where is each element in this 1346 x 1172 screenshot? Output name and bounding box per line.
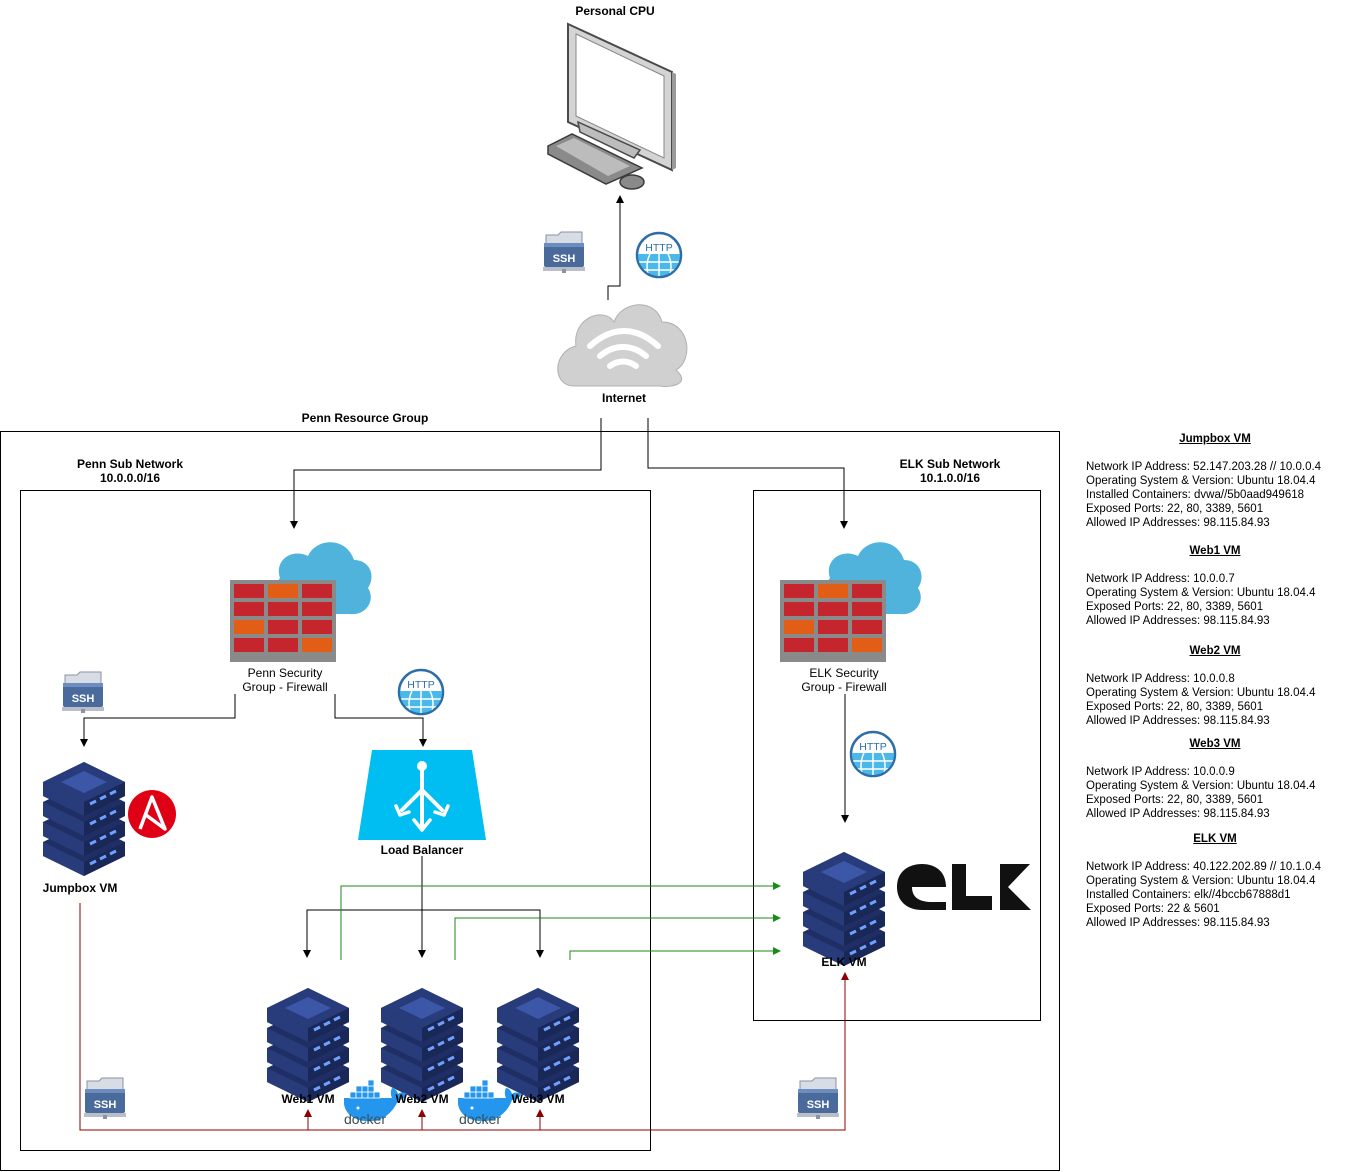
edge-fw-to-lb [334, 694, 427, 747]
edge-web1-to-elk [340, 882, 781, 960]
black-connectors [80, 195, 849, 958]
ssh-text-bottom-left: SSH [94, 1099, 117, 1111]
web3-server-icon [495, 986, 581, 1104]
web1-info-line: Operating System & Version: Ubuntu 18.04… [1086, 587, 1316, 599]
penn-subnet-border [20, 490, 651, 1151]
jumpbox-label: Jumpbox VM [42, 881, 118, 895]
http-text-elk: HTTP [859, 741, 886, 753]
docker-wordmark-1: docker [344, 1111, 386, 1127]
edge-internet-to-elk-fw [647, 418, 848, 529]
penn-subnet-label: Penn Sub Network 10.0.0.0/16 [60, 457, 200, 485]
elk-firewall-label-line1: ELK Security [809, 666, 879, 680]
http-text-penn: HTTP [407, 679, 434, 691]
elk-subnet-name: ELK Sub Network [899, 457, 1001, 471]
web1-info-line: Exposed Ports: 22, 80, 3389, 5601 [1086, 601, 1264, 613]
personal-cpu-icon [547, 22, 676, 190]
http-text-top: HTTP [645, 242, 672, 254]
jumpbox-info-line: Network IP Address: 52.147.203.28 // 10.… [1086, 461, 1322, 473]
web2-label: Web2 VM [395, 1092, 449, 1106]
elk-logo-icon [897, 864, 1031, 910]
elk-firewall-label-line2: Group - Firewall [801, 680, 887, 694]
elk-info-title: ELK VM [1193, 833, 1237, 845]
penn-firewall-label: Penn Security Group - Firewall [220, 666, 350, 694]
elk-info-line: Operating System & Version: Ubuntu 18.04… [1086, 875, 1316, 887]
web1-info-line: Network IP Address: 10.0.0.7 [1086, 573, 1235, 585]
elk-info-line: Exposed Ports: 22 & 5601 [1086, 903, 1220, 915]
jumpbox-server-icon [41, 760, 127, 878]
web2-info-panel: Web2 VM Network IP Address: 10.0.0.8 Ope… [1086, 644, 1344, 728]
docker-wordmark-2: docker [459, 1111, 501, 1127]
red-connectors [79, 903, 849, 1131]
jumpbox-info-line: Exposed Ports: 22, 80, 3389, 5601 [1086, 503, 1264, 515]
elk-subnet-border [753, 490, 1041, 1021]
elk-firewall-icon [780, 542, 922, 662]
resource-group-border [0, 431, 1060, 1171]
penn-subnet-cidr: 10.0.0.0/16 [99, 471, 161, 485]
web3-info-line: Exposed Ports: 22, 80, 3389, 5601 [1086, 794, 1264, 806]
elk-info-line: Allowed IP Addresses: 98.115.84.93 [1086, 917, 1270, 929]
http-icon-penn [398, 670, 444, 717]
edge-web3-to-elk [569, 947, 781, 960]
web2-server-icon [379, 986, 465, 1104]
web3-info-panel: Web3 VM Network IP Address: 10.0.0.9 Ope… [1086, 737, 1344, 821]
penn-firewall-label-line1: Penn Security [247, 666, 323, 680]
ssh-text-top: SSH [553, 253, 576, 265]
web3-info-line: Network IP Address: 10.0.0.9 [1086, 766, 1235, 778]
ssh-text-jumpbox: SSH [72, 693, 95, 705]
ansible-logo-icon [128, 790, 176, 838]
elk-info-panel: ELK VM Network IP Address: 40.122.202.89… [1086, 832, 1344, 930]
elk-info-line: Installed Containers: elk//4bccb67888d1 [1086, 889, 1291, 901]
http-icon-top [636, 233, 682, 280]
elk-subnet-label: ELK Sub Network 10.1.0.0/16 [880, 457, 1020, 485]
jumpbox-info-panel: Jumpbox VM Network IP Address: 52.147.20… [1086, 432, 1344, 530]
web1-info-line: Allowed IP Addresses: 98.115.84.93 [1086, 615, 1270, 627]
resource-group-label: Penn Resource Group [301, 411, 429, 425]
web1-server-icon [265, 986, 351, 1104]
edge-lb-to-web3 [422, 909, 544, 958]
penn-firewall-icon [230, 542, 372, 662]
edge-internet-to-cpu [607, 195, 624, 300]
elk-label: ELK VM [821, 955, 867, 969]
edge-internet-to-penn-fw [290, 418, 602, 529]
web2-info-title: Web2 VM [1189, 645, 1241, 657]
web3-info-line: Operating System & Version: Ubuntu 18.04… [1086, 780, 1316, 792]
elk-server-icon [801, 850, 887, 968]
elk-subnet-cidr: 10.1.0.0/16 [919, 471, 981, 485]
edge-fw-to-jumpbox [80, 694, 236, 747]
web3-label: Web3 VM [511, 1092, 565, 1106]
web3-info-line: Allowed IP Addresses: 98.115.84.93 [1086, 808, 1270, 820]
internet-label: Internet [601, 391, 646, 405]
penn-subnet-name: Penn Sub Network [76, 457, 183, 471]
jumpbox-info-line: Operating System & Version: Ubuntu 18.04… [1086, 475, 1316, 487]
elk-firewall-label: ELK Security Group - Firewall [779, 666, 909, 694]
personal-cpu-label: Personal CPU [575, 4, 655, 18]
http-icon-elk [850, 732, 896, 779]
ssh-text-bottom-right: SSH [807, 1099, 830, 1111]
green-connectors [340, 882, 781, 960]
web1-label: Web1 VM [281, 1092, 335, 1106]
internet-cloud-icon [557, 304, 688, 387]
load-balancer-label: Load Balancer [380, 843, 464, 857]
jumpbox-info-title: Jumpbox VM [1179, 433, 1251, 445]
load-balancer-icon [358, 750, 486, 840]
edge-web2-to-elk [454, 914, 781, 960]
web3-info-title: Web3 VM [1189, 738, 1241, 750]
penn-firewall-label-line2: Group - Firewall [242, 680, 328, 694]
web2-info-line: Allowed IP Addresses: 98.115.84.93 [1086, 715, 1270, 727]
jumpbox-info-line: Allowed IP Addresses: 98.115.84.93 [1086, 517, 1270, 529]
jumpbox-info-line: Installed Containers: dvwa//5b0aad949618 [1086, 489, 1305, 501]
web2-info-line: Network IP Address: 10.0.0.8 [1086, 673, 1235, 685]
web1-info-title: Web1 VM [1189, 545, 1241, 557]
web1-info-panel: Web1 VM Network IP Address: 10.0.0.7 Ope… [1086, 544, 1344, 628]
edge-lb-to-web1 [303, 909, 422, 958]
web2-info-line: Exposed Ports: 22, 80, 3389, 5601 [1086, 701, 1264, 713]
elk-info-line: Network IP Address: 40.122.202.89 // 10.… [1086, 861, 1322, 873]
edge-jumpbox-to-elk [79, 903, 849, 1131]
web2-info-line: Operating System & Version: Ubuntu 18.04… [1086, 687, 1316, 699]
